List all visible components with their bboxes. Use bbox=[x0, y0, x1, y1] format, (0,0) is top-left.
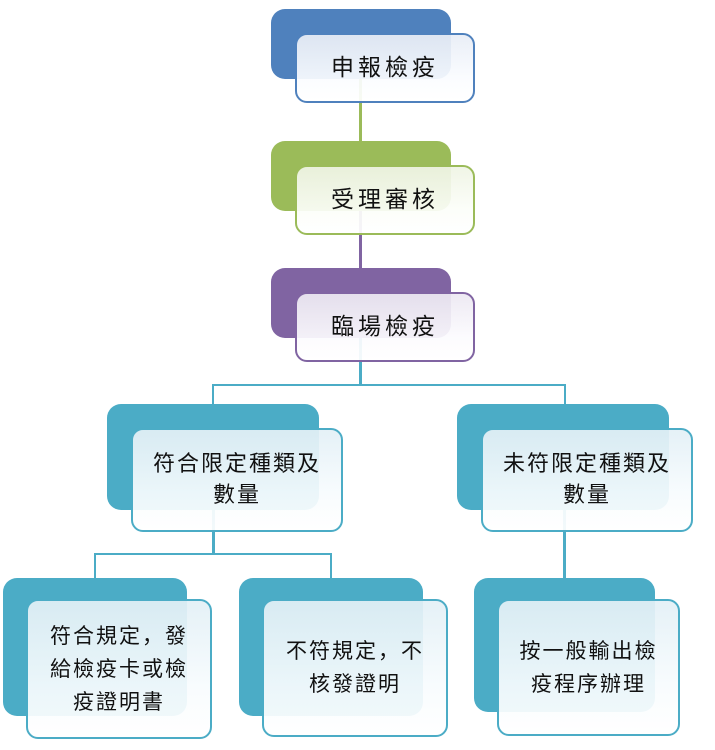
node-label-box: 按一般輸出檢 疫程序辦理 bbox=[497, 599, 680, 736]
node-label-line: 給檢疫卡或檢 bbox=[50, 656, 188, 681]
node-label-box: 符合規定，發 給檢疫卡或檢 疫證明書 bbox=[26, 599, 212, 739]
node-label-line: 符合限定種類及 bbox=[152, 452, 321, 477]
connector-review-to-onsite bbox=[359, 200, 362, 325]
node-label-line: 疫程序辦理 bbox=[531, 671, 646, 696]
connector-drop-issue-cert bbox=[94, 553, 96, 609]
connector-meets-stem bbox=[212, 470, 215, 555]
node-label-line: 數量 bbox=[562, 483, 611, 508]
connector-branch-horizontal-top bbox=[212, 384, 566, 386]
connector-branch-horizontal-bottom bbox=[94, 553, 332, 555]
connector-onsite-stem bbox=[359, 330, 362, 386]
node-label-box: 不符規定，不 核發證明 bbox=[262, 599, 448, 737]
node-label: 申報檢疫 bbox=[331, 55, 439, 81]
connector-drop-meets bbox=[212, 384, 214, 440]
connector-drop-not-meets bbox=[564, 384, 566, 440]
node-label-line: 按一般輸出檢 bbox=[519, 638, 658, 663]
node-label-box: 受理審核 bbox=[295, 165, 475, 235]
node-label-line: 核發證明 bbox=[309, 672, 401, 696]
node-label-line: 數量 bbox=[212, 483, 261, 508]
node-label-box: 未符限定種類及 數量 bbox=[481, 428, 693, 532]
connector-drop-no-cert bbox=[330, 553, 332, 609]
node-label: 臨場檢疫 bbox=[331, 314, 439, 340]
connector-notmeets-to-general bbox=[563, 470, 566, 610]
node-label-box: 符合限定種類及 數量 bbox=[131, 428, 343, 532]
node-label-line: 未符限定種類及 bbox=[502, 452, 671, 477]
node-label-line: 疫證明書 bbox=[73, 689, 165, 714]
connector-declare-to-review bbox=[359, 60, 362, 170]
node-label: 受理審核 bbox=[331, 187, 439, 213]
node-label-box: 申報檢疫 bbox=[295, 33, 475, 103]
node-label-line: 不符規定，不 bbox=[286, 639, 424, 663]
node-label-box: 臨場檢疫 bbox=[295, 292, 475, 362]
node-label-line: 符合規定，發 bbox=[50, 623, 188, 648]
